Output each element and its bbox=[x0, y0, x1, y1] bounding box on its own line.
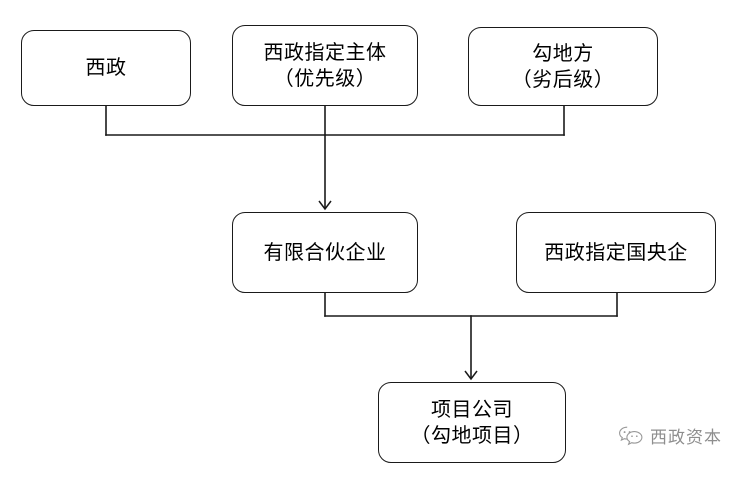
node-designated-entity-label: 西政指定主体 （优先级） bbox=[263, 39, 387, 90]
wechat-icon bbox=[619, 426, 643, 445]
node-xizheng-label: 西政 bbox=[85, 55, 127, 80]
arrowhead-to-lp bbox=[318, 200, 332, 211]
node-land-party[interactable]: 勾地方 （劣后级） bbox=[468, 27, 658, 106]
watermark: 西政资本 bbox=[618, 423, 722, 448]
arrowhead-to-project bbox=[464, 370, 478, 381]
node-designated-soe-label: 西政指定国央企 bbox=[544, 239, 688, 264]
watermark-text: 西政资本 bbox=[650, 428, 722, 448]
node-designated-soe[interactable]: 西政指定国央企 bbox=[516, 212, 716, 293]
node-limited-partnership-label: 有限合伙企业 bbox=[263, 239, 387, 264]
node-project-company[interactable]: 项目公司 （勾地项目） bbox=[378, 382, 566, 463]
node-designated-entity[interactable]: 西政指定主体 （优先级） bbox=[232, 25, 418, 106]
node-limited-partnership[interactable]: 有限合伙企业 bbox=[232, 212, 418, 293]
node-xizheng[interactable]: 西政 bbox=[21, 30, 191, 106]
node-land-party-label: 勾地方 （劣后级） bbox=[511, 40, 615, 91]
node-project-company-label: 项目公司 （勾地项目） bbox=[410, 396, 534, 447]
